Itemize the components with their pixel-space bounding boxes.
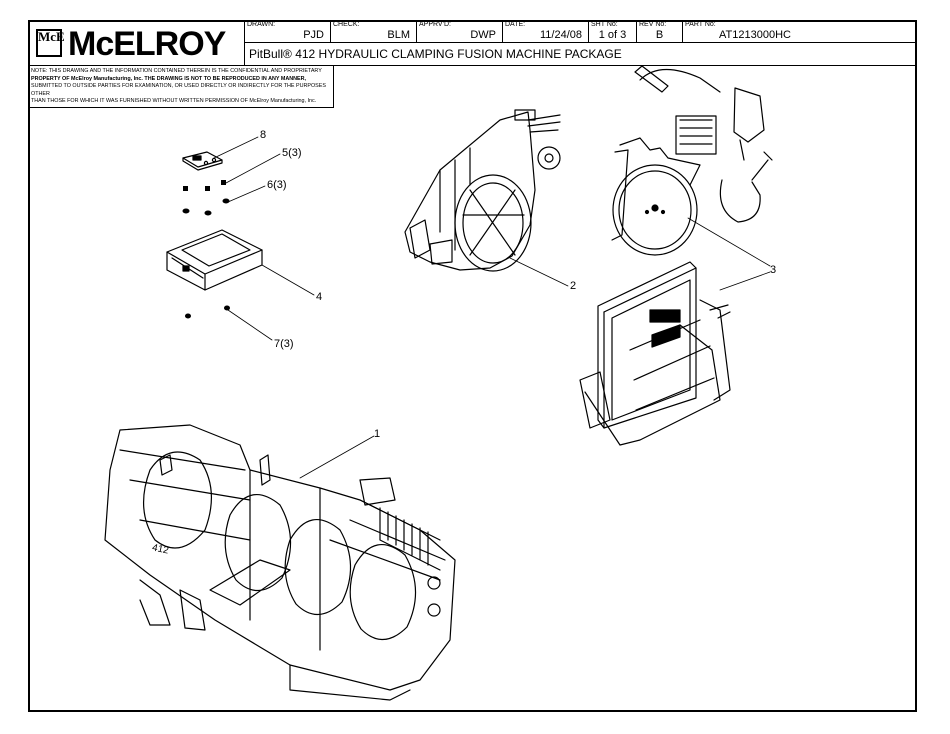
callout-3: 3 — [770, 264, 777, 276]
note-line-2: PROPERTY OF McElroy Manufacturing, Inc. … — [31, 75, 307, 82]
part-value: AT1213000HC — [719, 29, 791, 41]
part-7-bolts — [185, 305, 230, 319]
note-line-4: THAN THOSE FOR WHICH IT WAS FURNISHED WI… — [31, 98, 317, 105]
apprvd-value: DWP — [470, 29, 496, 41]
callout-6: 6(3) — [267, 179, 287, 191]
check-value: BLM — [387, 29, 410, 41]
rev-label: REV No: — [639, 21, 667, 28]
confidentiality-note: NOTE: THIS DRAWING AND THE INFORMATION C… — [28, 66, 334, 108]
apprvd-label: APPRV'D: — [419, 21, 451, 28]
logo-mark: McE — [36, 29, 65, 57]
drawn-cell: DRAWN: PJD — [245, 20, 331, 43]
part-3-heater — [611, 65, 773, 256]
leader-lines — [213, 136, 771, 479]
drawn-value: PJD — [303, 29, 324, 41]
part-3-stand — [579, 261, 731, 446]
sheet-value: 1 of 3 — [598, 29, 627, 41]
callout-4: 4 — [316, 291, 323, 303]
callout-5: 5(3) — [282, 147, 302, 159]
date-cell: DATE: 11/24/08 — [503, 20, 589, 43]
drawing-title: PitBull® 412 HYDRAULIC CLAMPING FUSION M… — [249, 47, 622, 61]
part-label: PART No: — [685, 21, 716, 28]
sheet-label: SHT No: — [591, 21, 618, 28]
note-line-3: SUBMITTED TO OUTSIDE PARTIES FOR EXAMINA… — [31, 83, 326, 97]
check-label: CHECK: — [333, 21, 360, 28]
note-line-1: NOTE: THIS DRAWING AND THE INFORMATION C… — [31, 68, 322, 74]
part-4-carrying-case — [166, 229, 263, 291]
apprvd-cell: APPRV'D: DWP — [417, 20, 503, 43]
part-5-6-fasteners — [182, 180, 230, 216]
part-2-facer — [404, 109, 561, 272]
check-cell: CHECK: BLM — [331, 20, 417, 43]
logo-brand-text: McELROY — [68, 25, 226, 63]
part-cell: PART No: AT1213000HC — [683, 20, 917, 43]
drawing-title-row: PitBull® 412 HYDRAULIC CLAMPING FUSION M… — [245, 43, 917, 66]
company-logo: McE McELROY — [28, 20, 245, 66]
drawing-sheet-border — [28, 20, 917, 712]
sheet-cell: SHT No: 1 of 3 — [589, 20, 637, 43]
drawn-label: DRAWN: — [247, 21, 276, 28]
callout-2: 2 — [570, 280, 577, 292]
rev-cell: REV No: B — [637, 20, 683, 43]
date-label: DATE: — [505, 21, 526, 28]
callout-7: 7(3) — [274, 338, 294, 350]
part-1-fusion-machine — [104, 424, 456, 701]
date-value: 11/24/08 — [539, 29, 582, 41]
rev-value: B — [655, 29, 664, 41]
callout-8: 8 — [260, 129, 267, 141]
callout-1: 1 — [374, 428, 381, 440]
part-8-plate — [182, 151, 223, 171]
